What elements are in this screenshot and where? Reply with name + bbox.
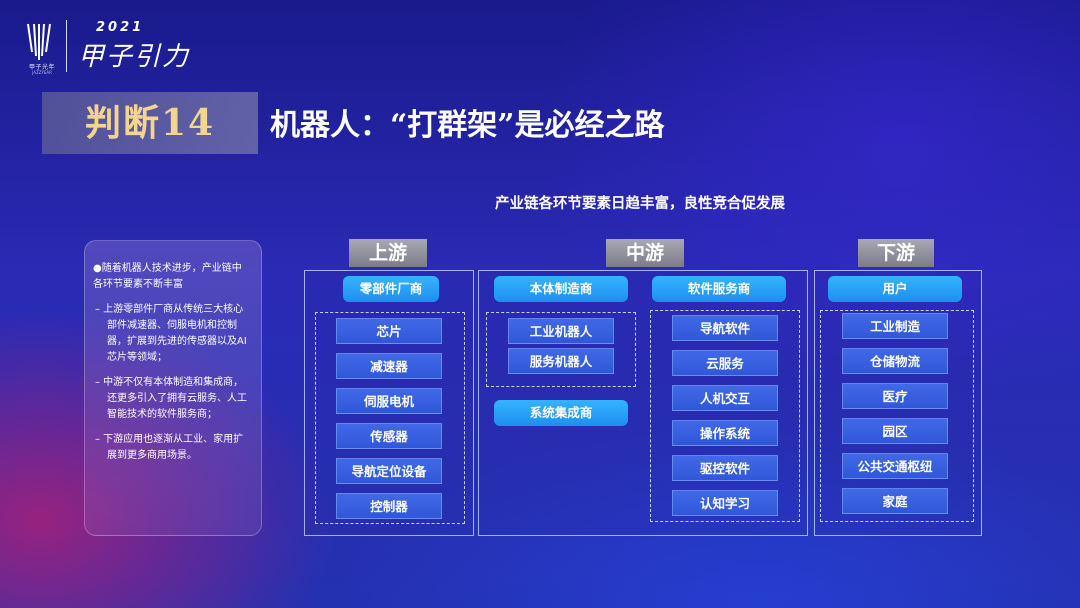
midstream-body-item: 服务机器人	[508, 348, 614, 374]
judgement-badge: 判断14	[84, 102, 216, 144]
logo-org-en: JAZZYEAR	[32, 70, 52, 75]
logo-icon	[27, 23, 51, 60]
upstream-item: 控制器	[336, 493, 442, 519]
midstream-header: 中游	[606, 239, 684, 267]
downstream-item: 园区	[842, 418, 948, 444]
midstream-body-box	[486, 312, 636, 387]
midstream-software-item: 认知学习	[672, 490, 778, 516]
badge-background	[42, 92, 258, 154]
downstream-header: 下游	[858, 239, 934, 267]
logo-year: 2021	[96, 20, 145, 35]
summary-point: – 中游不仅有本体制造和集成商，还更多引入了拥有云服务、人工智能技术的软件服务商…	[95, 377, 247, 420]
logo-name: 甲子引力	[78, 42, 191, 72]
summary-point: – 上游零部件厂商从传统三大核心部件减速器、伺服电机和控制器，扩展到先进的传感器…	[95, 304, 247, 363]
summary-panel: ●随着机器人技术进步，产业链中各环节要素不断丰富 – 上游零部件厂商从传统三大核…	[84, 240, 262, 536]
upstream-item: 伺服电机	[336, 388, 442, 414]
midstream-body-label: 本体制造商	[494, 276, 628, 302]
summary-lead: ●随着机器人技术进步，产业链中各环节要素不断丰富	[93, 263, 242, 290]
midstream-body-item: 工业机器人	[508, 318, 614, 344]
upstream-group-label: 零部件厂商	[343, 276, 439, 302]
midstream-software-item: 人机交互	[672, 385, 778, 411]
logo-org: 甲子光年	[28, 64, 55, 71]
midstream-software-label: 软件服务商	[652, 276, 786, 302]
downstream-item: 家庭	[842, 488, 948, 514]
downstream-group-label: 用户	[828, 276, 962, 302]
logo-divider	[66, 20, 67, 72]
downstream-item: 医疗	[842, 383, 948, 409]
midstream-software-item: 云服务	[672, 350, 778, 376]
upstream-item: 导航定位设备	[336, 458, 442, 484]
upstream-items-box	[315, 312, 465, 524]
midstream-software-item: 驱控软件	[672, 455, 778, 481]
upstream-item: 减速器	[336, 353, 442, 379]
upstream-header: 上游	[349, 239, 427, 267]
page-title: 机器人：“打群架”是必经之路	[270, 108, 665, 143]
page-subtitle: 产业链各环节要素日趋丰富，良性竞合促发展	[495, 195, 785, 212]
upstream-item: 传感器	[336, 423, 442, 449]
downstream-items-box	[820, 310, 974, 522]
midstream-software-item: 导航软件	[672, 315, 778, 341]
summary-point: – 下游应用也逐渐从工业、家用扩展到更多商用场景。	[95, 434, 244, 461]
downstream-item: 仓储物流	[842, 348, 948, 374]
downstream-item: 公共交通枢纽	[842, 453, 948, 479]
midstream-integrator-label: 系统集成商	[494, 400, 628, 426]
midstream-software-item: 操作系统	[672, 420, 778, 446]
upstream-item: 芯片	[336, 318, 442, 344]
downstream-item: 工业制造	[842, 313, 948, 339]
midstream-software-box	[650, 310, 800, 522]
